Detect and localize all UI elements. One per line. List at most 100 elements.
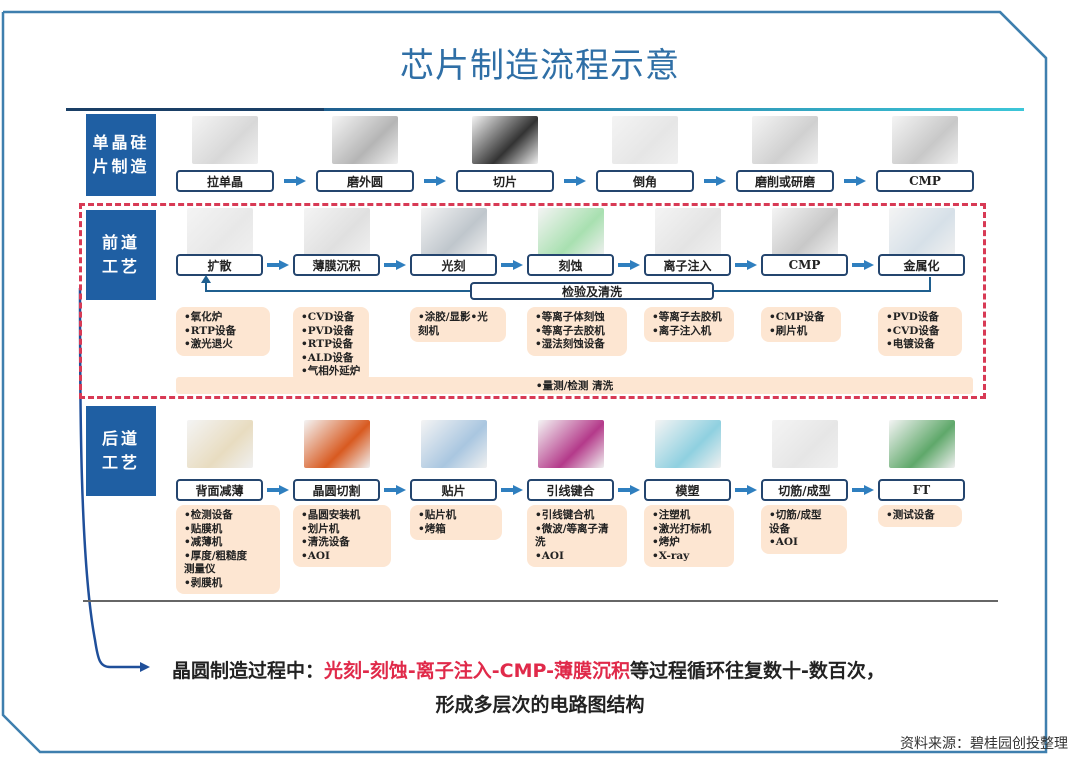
metrology-bar: •量测/检测 清洗: [176, 377, 973, 394]
equipment-item: •AOI: [769, 536, 798, 548]
equipment-item: •晶圆安装机: [301, 509, 361, 521]
process-image: [186, 420, 253, 468]
equipment-item: •检测设备: [184, 509, 233, 521]
equipment-item: •离子注入机: [652, 324, 712, 337]
arrow-right-icon: [704, 176, 726, 186]
equipment-item: •清洗设备: [301, 536, 350, 548]
arrow-right-icon: [267, 485, 289, 495]
process-image: [888, 420, 955, 468]
equipment-item: •注塑机: [652, 509, 691, 521]
equipment-item: •湿法刻蚀设备: [535, 338, 605, 350]
divider: [83, 600, 998, 602]
equipment-list: •晶圆安装机•划片机•清洗设备•AOI: [293, 505, 391, 567]
equipment-item: •剥膜机: [184, 576, 223, 589]
equipment-list: •测试设备: [878, 505, 962, 527]
process-step: 切片: [456, 170, 554, 192]
summary-prefix: 晶圆制造过程中：: [172, 660, 325, 682]
process-step: CMP: [876, 170, 974, 192]
arrow-right-icon: [852, 260, 874, 270]
arrow-right-icon: [501, 485, 523, 495]
equipment-item: •PVD设备: [301, 324, 354, 337]
equipment-item: •AOI: [301, 549, 330, 562]
process-image: [332, 116, 398, 164]
process-step: 切筋/成型: [761, 479, 848, 501]
equipment-list: •氧化炉•RTP设备•激光退火: [176, 307, 270, 356]
equipment-item: •RTP设备: [301, 338, 353, 350]
equipment-item: •减薄机: [184, 536, 223, 548]
process-image: [888, 208, 955, 256]
process-step: 金属化: [878, 254, 965, 276]
title-underline-gradient: [324, 108, 1024, 111]
process-image: [537, 420, 604, 468]
equipment-list: •PVD设备•CVD设备•电镀设备: [878, 307, 962, 356]
page-title: 芯片制造流程示意: [400, 46, 680, 86]
equipment-item: •氧化炉: [184, 311, 223, 323]
summary-highlight: 光刻-刻蚀-离子注入-CMP-薄膜沉积: [324, 660, 631, 682]
equipment-list: •贴片机•烤箱: [410, 505, 502, 540]
process-step: 磨外圆: [316, 170, 414, 192]
equipment-item: •ALD设备: [301, 351, 354, 364]
arrow-right-icon: [267, 260, 289, 270]
process-step: 离子注入: [644, 254, 731, 276]
process-image: [420, 420, 487, 468]
process-image: [192, 116, 258, 164]
section-label-wafer: 单晶硅片制造: [86, 114, 156, 196]
process-image: [654, 420, 721, 468]
equipment-item: •贴膜机: [184, 522, 223, 535]
equipment-item: •刷片机: [769, 324, 808, 337]
arrow-right-icon: [618, 485, 640, 495]
equipment-item: •PVD设备: [886, 311, 939, 323]
equipment-item: •CVD设备: [301, 311, 355, 323]
equipment-item: •激光打标机: [652, 522, 712, 535]
equipment-item: •涂胶/显影•光: [418, 311, 488, 323]
process-step: 扩散: [176, 254, 263, 276]
equipment-item: •烤箱: [418, 522, 446, 535]
equipment-item: •微波/等离子清: [535, 522, 609, 535]
arrow-right-icon: [564, 176, 586, 186]
process-step: 磨削或研磨: [736, 170, 834, 192]
equipment-list: •CVD设备•PVD设备•RTP设备•ALD设备•气相外延炉: [293, 307, 369, 383]
inspection-cleaning-box: 检验及清洗: [470, 282, 714, 300]
equipment-item: •烤炉: [652, 536, 680, 548]
equipment-item: •气相外延炉: [301, 365, 361, 377]
process-step: 背面减薄: [176, 479, 263, 501]
equipment-item: 设备: [769, 522, 790, 535]
equipment-item: •激光退火: [184, 338, 233, 350]
process-step: 贴片: [410, 479, 497, 501]
process-image: [186, 208, 253, 256]
equipment-item: •X-ray: [652, 549, 690, 562]
equipment-list: •等离子体刻蚀•等离子去胶机•湿法刻蚀设备: [527, 307, 627, 356]
process-step: 晶圆切割: [293, 479, 380, 501]
arrow-right-icon: [852, 485, 874, 495]
source-note: 资料来源：碧桂园创投整理: [900, 736, 1068, 752]
process-image: [537, 208, 604, 256]
section-label-back-end: 后道工艺: [86, 406, 156, 496]
equipment-item: •等离子去胶机: [535, 324, 605, 337]
process-image: [303, 208, 370, 256]
equipment-list: •涂胶/显影•光刻机: [410, 307, 506, 342]
process-step: 薄膜沉积: [293, 254, 380, 276]
process-step: 拉单晶: [176, 170, 274, 192]
equipment-list: •CMP设备•刷片机: [761, 307, 841, 342]
arrow-right-icon: [424, 176, 446, 186]
equipment-list: •切筋/成型设备•AOI: [761, 505, 847, 554]
process-step: FT: [878, 479, 965, 501]
process-image: [303, 420, 370, 468]
equipment-item: •RTP设备: [184, 324, 236, 337]
arrow-right-icon: [735, 260, 757, 270]
process-image: [420, 208, 487, 256]
process-step: 刻蚀: [527, 254, 614, 276]
process-step: 模塑: [644, 479, 731, 501]
equipment-item: •测试设备: [886, 509, 935, 521]
equipment-item: 刻机: [418, 324, 439, 337]
arrow-right-icon: [284, 176, 306, 186]
equipment-item: •AOI: [535, 549, 564, 562]
process-step: 倒角: [596, 170, 694, 192]
summary-suffix: 等过程循环往复数十-数百次，: [630, 660, 885, 682]
equipment-list: •检测设备•贴膜机•减薄机•厚度/粗糙度测量仪•剥膜机: [176, 505, 280, 594]
process-image: [771, 208, 838, 256]
summary-line-1: 晶圆制造过程中：光刻-刻蚀-离子注入-CMP-薄膜沉积等过程循环往复数十-数百次…: [172, 656, 885, 683]
equipment-item: •厚度/粗糙度: [184, 549, 248, 562]
process-image: [752, 116, 818, 164]
equipment-item: •贴片机: [418, 509, 457, 521]
